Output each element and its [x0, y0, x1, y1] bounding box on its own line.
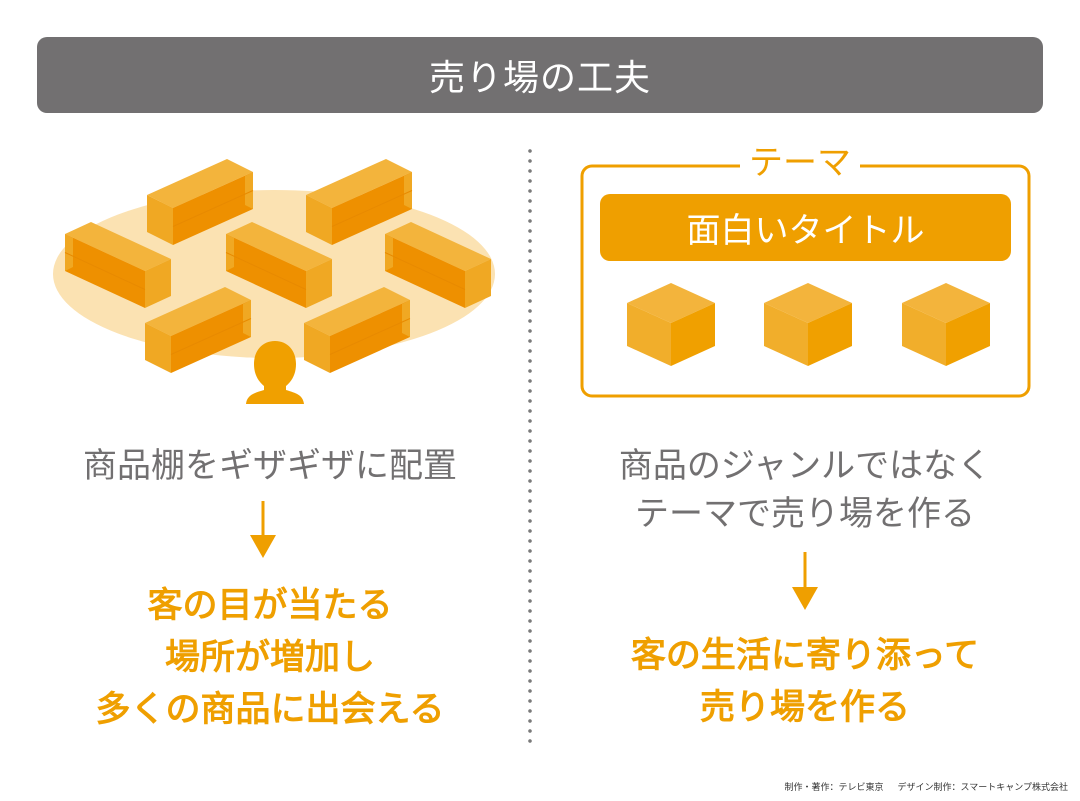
- credit-design: デザイン制作：スマートキャンプ株式会社: [897, 783, 1068, 793]
- credit-production: 制作・著作：テレビ東京: [784, 783, 884, 793]
- right-caption-line: テーマで売り場を作る: [635, 494, 975, 534]
- shelf-divider: [170, 318, 252, 355]
- right-caption-line: 商品のジャンルではなく: [618, 446, 992, 486]
- title-bar: 売り場の工夫: [37, 37, 1043, 113]
- dotted-divider: [528, 146, 532, 748]
- shelf-top: [226, 222, 332, 271]
- left-result-line: 多くの商品に出会える: [95, 690, 445, 730]
- shelf: [64, 222, 171, 308]
- shelf-opening: [243, 300, 251, 337]
- shelf-end: [306, 195, 332, 245]
- arrow-left: [250, 501, 276, 558]
- shelf-end: [306, 259, 332, 308]
- right-result-line: 客の生活に寄り添って: [630, 636, 980, 676]
- shelf-divider: [225, 252, 307, 290]
- cube-left: [764, 303, 808, 366]
- shelf: [147, 159, 254, 245]
- left-caption-text: 商品棚をギザギザに配置: [83, 446, 457, 486]
- cube-right: [808, 303, 852, 366]
- shelf-top: [304, 287, 410, 336]
- theme-label: テーマ: [740, 141, 860, 185]
- product-cube: [627, 283, 715, 366]
- shelf-opening: [404, 172, 412, 209]
- shelf-divider: [329, 318, 411, 355]
- shelf-end: [147, 195, 173, 245]
- shelf-end: [304, 323, 330, 373]
- right-caption: 商品のジャンルではなく テーマで売り場を作る: [580, 442, 1030, 538]
- shelf-divider: [384, 252, 466, 290]
- shelf-top: [147, 159, 253, 208]
- arrow-right: [792, 552, 818, 610]
- credits: 制作・著作：テレビ東京 デザイン制作：スマートキャンプ株式会社: [785, 780, 1068, 793]
- shelf-top: [306, 159, 412, 208]
- cube-right: [671, 303, 715, 366]
- shelf-divider: [172, 190, 254, 227]
- title-banner-text: 面白いタイトル: [686, 211, 925, 251]
- shelf-opening: [226, 234, 234, 271]
- right-result: 客の生活に寄り添って 売り場を作る: [580, 630, 1030, 734]
- products-group: [627, 283, 990, 366]
- shelf: [384, 222, 491, 308]
- left-result-line: 客の目が当たる: [147, 586, 393, 626]
- shelf-divider: [64, 252, 146, 290]
- left-result-line: 場所が増加し: [164, 638, 375, 678]
- cube-left: [627, 303, 671, 366]
- customer-icon: [246, 341, 304, 404]
- shelf-top: [145, 287, 251, 336]
- shelf: [306, 159, 413, 245]
- shelf-end: [145, 323, 171, 373]
- right-result-line: 売り場を作る: [699, 688, 910, 728]
- shelves-group: [64, 159, 491, 373]
- shelf-end: [145, 259, 171, 308]
- shelf: [145, 287, 252, 373]
- shelf-opening: [385, 234, 393, 271]
- shelf-opening: [402, 300, 410, 337]
- left-result: 客の目が当たる 場所が増加し 多くの商品に出会える: [40, 580, 500, 736]
- product-cube: [902, 283, 990, 366]
- left-caption: 商品棚をギザギザに配置: [40, 442, 500, 490]
- shelf-top: [385, 222, 491, 271]
- cube-right: [946, 303, 990, 366]
- cube-left: [902, 303, 946, 366]
- shelf-opening: [245, 172, 253, 209]
- shelf: [304, 287, 411, 373]
- shelf-top: [65, 222, 171, 271]
- shelf: [225, 222, 332, 308]
- shelf-divider: [331, 190, 413, 227]
- product-cube: [764, 283, 852, 366]
- shelf-end: [465, 259, 491, 308]
- shelf-opening: [65, 234, 73, 271]
- page-title: 売り場の工夫: [428, 58, 651, 99]
- title-banner: 面白いタイトル: [600, 194, 1011, 261]
